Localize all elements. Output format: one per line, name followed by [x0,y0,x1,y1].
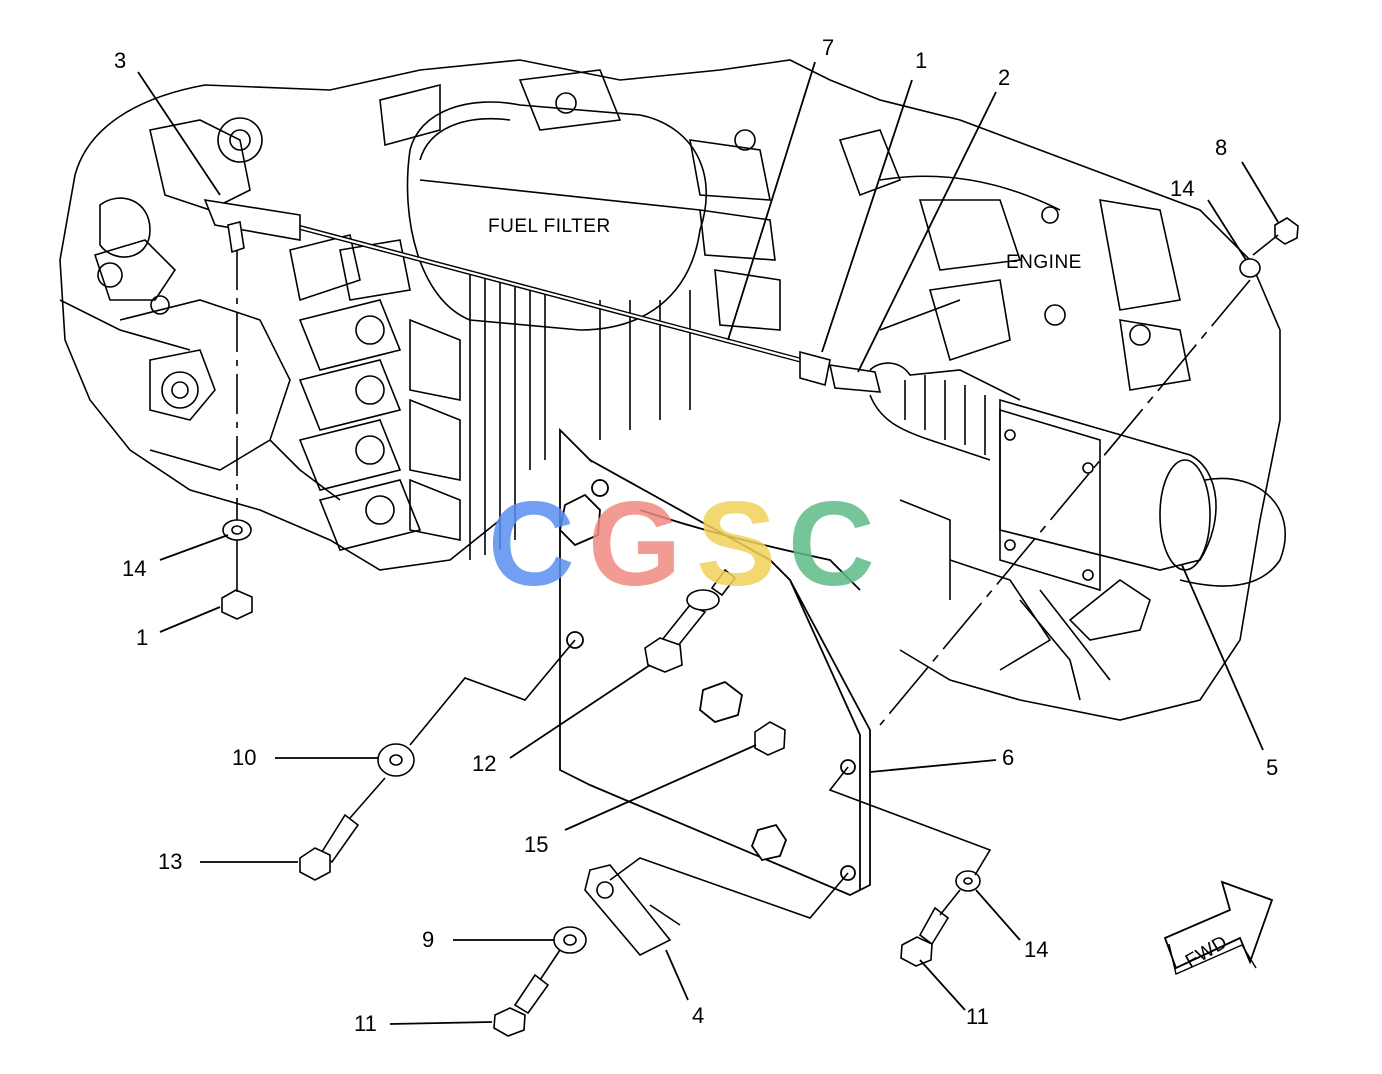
callout-15: 15 [524,832,548,857]
mounting-bracket [559,427,871,896]
callout-leaders [137,61,1279,1025]
callout-11-right: 11 [966,1004,989,1029]
engine-outline [59,59,1286,721]
callout-2: 2 [998,65,1010,90]
callout-3: 3 [114,48,126,73]
callout-14-left: 14 [122,556,146,581]
fwd-arrow: FWD [1163,880,1274,975]
callout-14-bottom: 14 [1024,937,1048,962]
callout-9: 9 [422,927,434,952]
shutoff-cable [203,198,882,393]
callout-7: 7 [822,35,834,60]
callout-1-left: 1 [136,625,148,650]
callout-5: 5 [1266,755,1278,780]
fuel-filter-label: FUEL FILTER [488,216,611,237]
watermark-letter-3: S [696,477,776,611]
hardware [221,217,1299,1037]
callout-11-left: 11 [354,1011,377,1036]
callout-6: 6 [1002,745,1014,770]
callout-8: 8 [1215,135,1227,160]
callout-14-right: 14 [1170,176,1194,201]
callout-12: 12 [472,751,496,776]
callout-10: 10 [232,745,256,770]
assembly-lines [236,234,1279,981]
watermark-logo: C G S C [488,477,875,611]
callout-4: 4 [692,1003,704,1028]
callout-13: 13 [158,849,182,874]
watermark-letter-1: C [488,477,575,611]
callout-1-top: 1 [915,48,927,73]
watermark-letter-2: G [588,477,681,611]
engine-label: ENGINE [1006,252,1082,273]
watermark-letter-4: C [788,477,875,611]
